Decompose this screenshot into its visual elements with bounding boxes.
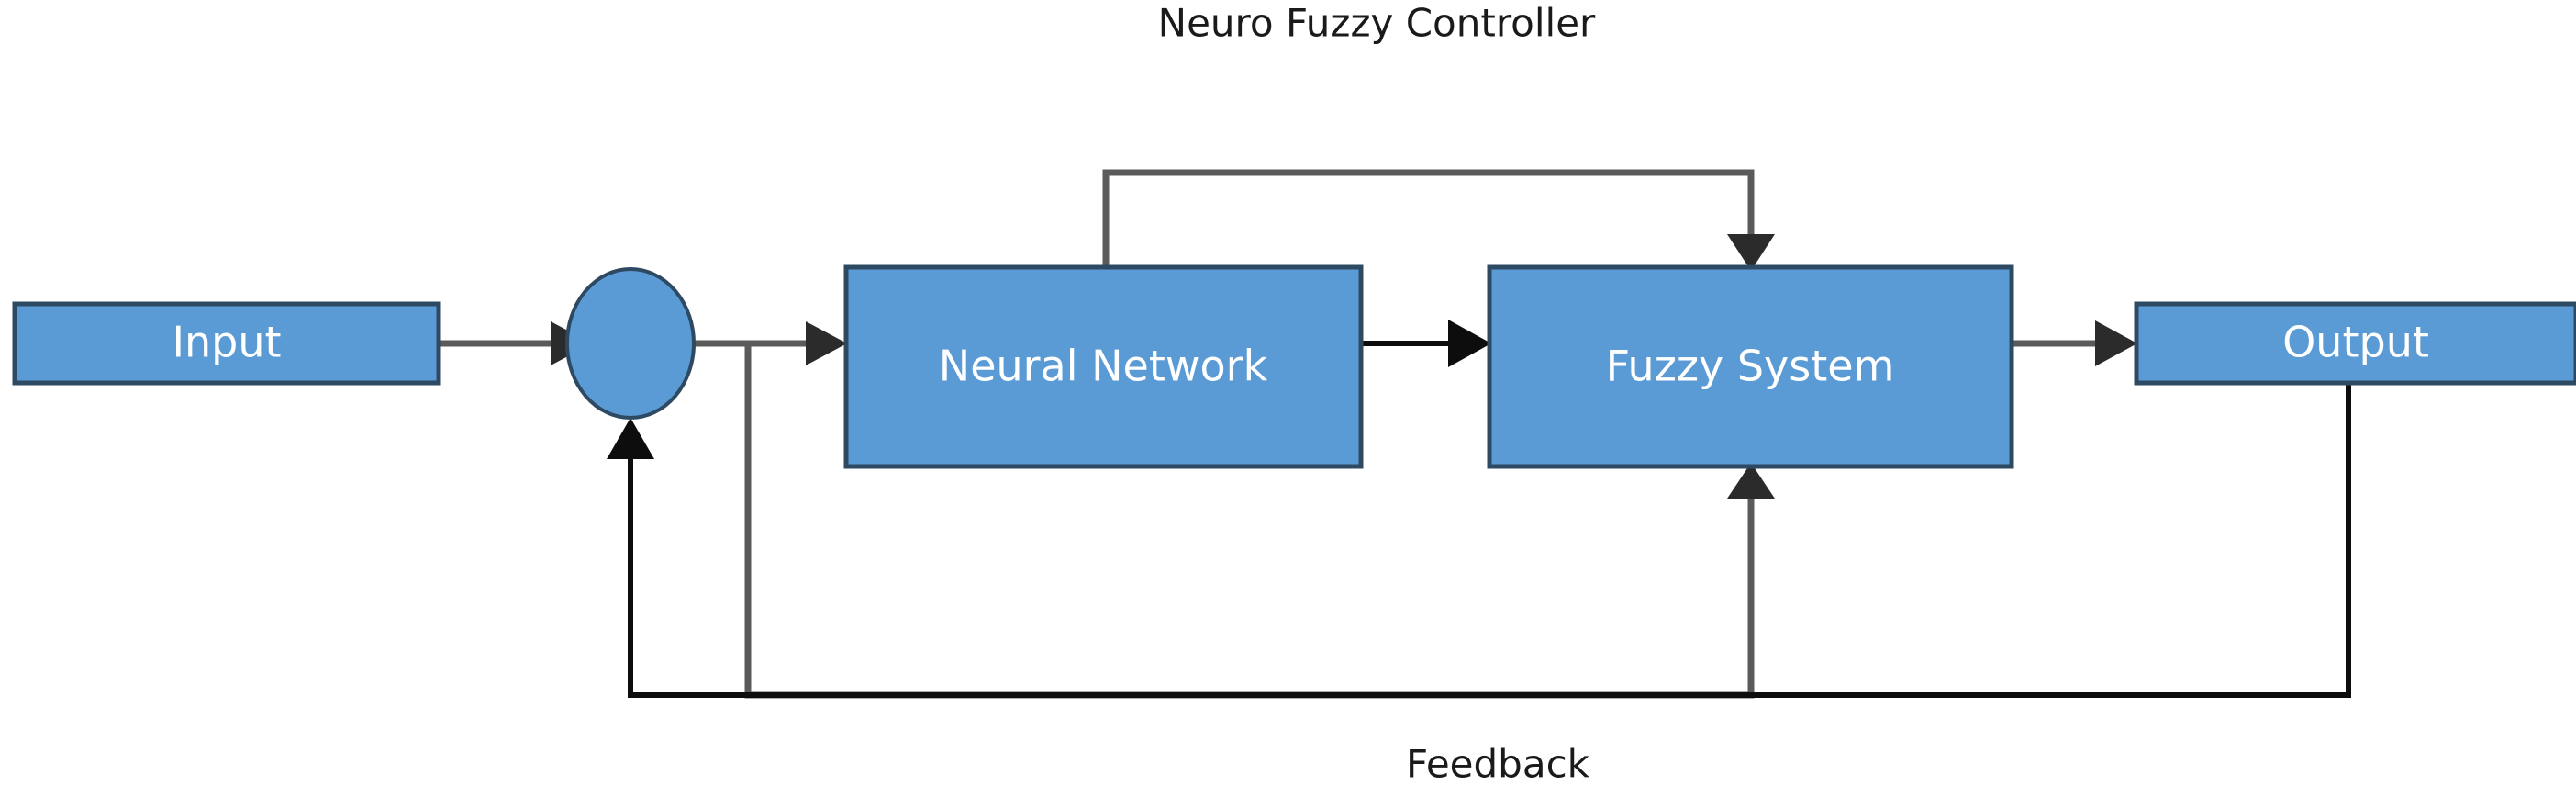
feedback-label: Feedback xyxy=(1406,742,1590,787)
node-output-label: Output xyxy=(2282,318,2429,367)
node-neural-network[interactable]: Neural Network xyxy=(843,264,1364,469)
node-output[interactable]: Output xyxy=(2134,301,2576,386)
edge-output-feedback-to-sum xyxy=(607,383,2351,698)
node-fuzzy-system-label: Fuzzy System xyxy=(1606,342,1895,391)
edge-fuzzy-system-to-output xyxy=(2012,320,2137,366)
node-fuzzy-system[interactable]: Fuzzy System xyxy=(1487,264,2014,469)
edge-neural-network-to-fuzzy-system xyxy=(1361,320,1491,367)
edge-sum-to-neural-network xyxy=(694,321,847,365)
diagram-title: Neuro Fuzzy Controller xyxy=(1158,1,1596,46)
node-summing-junction[interactable] xyxy=(565,267,696,420)
node-input[interactable]: Input xyxy=(12,301,441,386)
edge-neural-network-top-to-fuzzy-top xyxy=(1102,169,1775,271)
node-neural-network-label: Neural Network xyxy=(939,342,1268,391)
node-input-label: Input xyxy=(172,318,281,367)
